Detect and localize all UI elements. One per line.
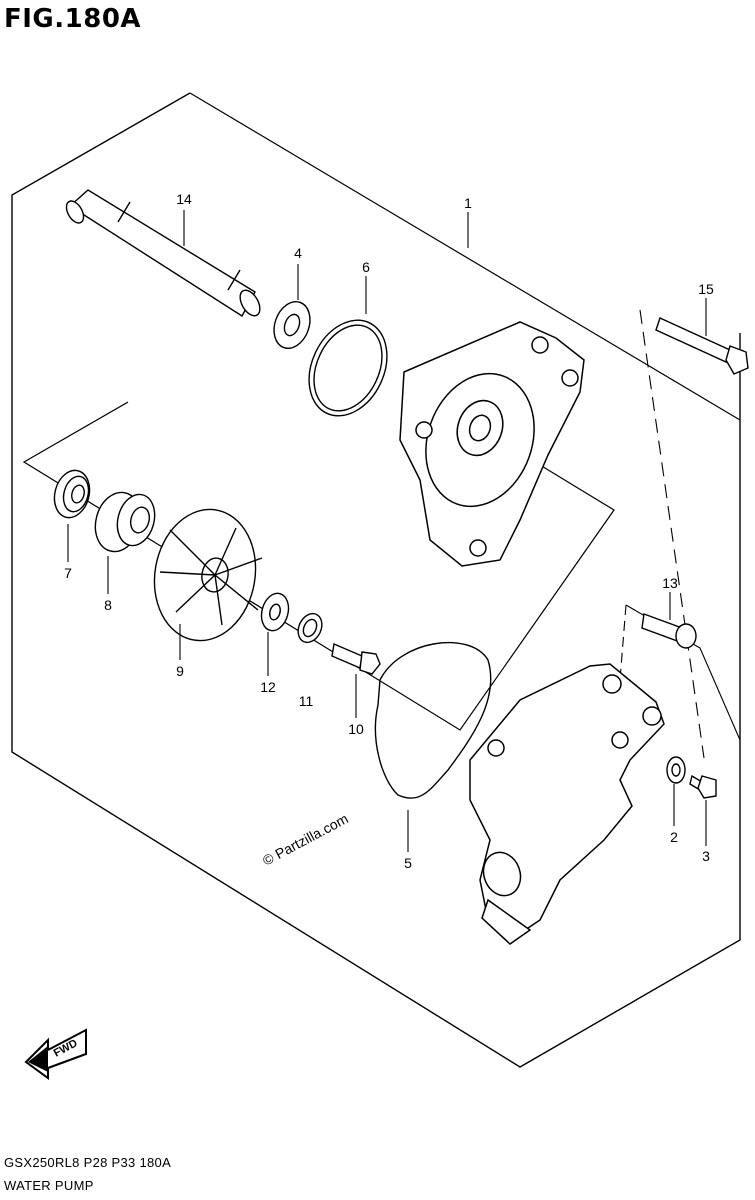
callout-1: 1 (464, 195, 472, 211)
callout-15: 15 (698, 281, 714, 297)
callout-8: 8 (104, 597, 112, 613)
bolt-dash-line-15 (639, 309, 705, 759)
bolt-part-3 (689, 774, 717, 799)
callout-11: 11 (299, 693, 314, 709)
pump-body-part-1 (399, 321, 585, 567)
oil-seal-part-7 (53, 469, 91, 519)
callout-2: 2 (670, 829, 678, 845)
assembly-frame (11, 92, 741, 1068)
washer-part-4 (273, 301, 311, 349)
callout-7: 7 (64, 565, 72, 581)
fwd-arrow-icon: FWD (24, 1028, 87, 1080)
bolt-part-13 (641, 613, 697, 649)
callout-3: 3 (702, 848, 710, 864)
callout-5: 5 (404, 855, 412, 871)
callout-10: 10 (348, 721, 364, 737)
callout-14: 14 (176, 191, 192, 207)
callout-4: 4 (294, 245, 302, 261)
gasket-part-5 (374, 641, 492, 799)
subassembly-frame (22, 401, 615, 731)
figure-title: FIG.180A (4, 4, 142, 34)
footer-code: GSX250RL8 P28 P33 180A (4, 1155, 172, 1170)
pump-shaft-part (65, 189, 261, 317)
bolt-part-10 (331, 643, 381, 675)
impeller-part-9 (153, 508, 263, 642)
footer-name: WATER PUMP (4, 1178, 94, 1193)
watermark-text: © Partzilla.com (260, 810, 351, 868)
bolt-part-15 (655, 317, 749, 375)
bolt-dash-line-13 (619, 604, 627, 681)
o-ring-part-11 (297, 612, 323, 644)
washer-part-2 (666, 756, 686, 784)
washer-part-12 (260, 592, 290, 632)
leader-lines (67, 210, 707, 852)
callout-9: 9 (176, 663, 184, 679)
mechanical-seal-part-8 (94, 491, 156, 553)
o-ring-part-6 (308, 319, 388, 417)
callout-6: 6 (362, 259, 370, 275)
callout-13: 13 (662, 575, 678, 591)
callout-12: 12 (260, 679, 276, 695)
pump-cover-part (469, 663, 665, 945)
